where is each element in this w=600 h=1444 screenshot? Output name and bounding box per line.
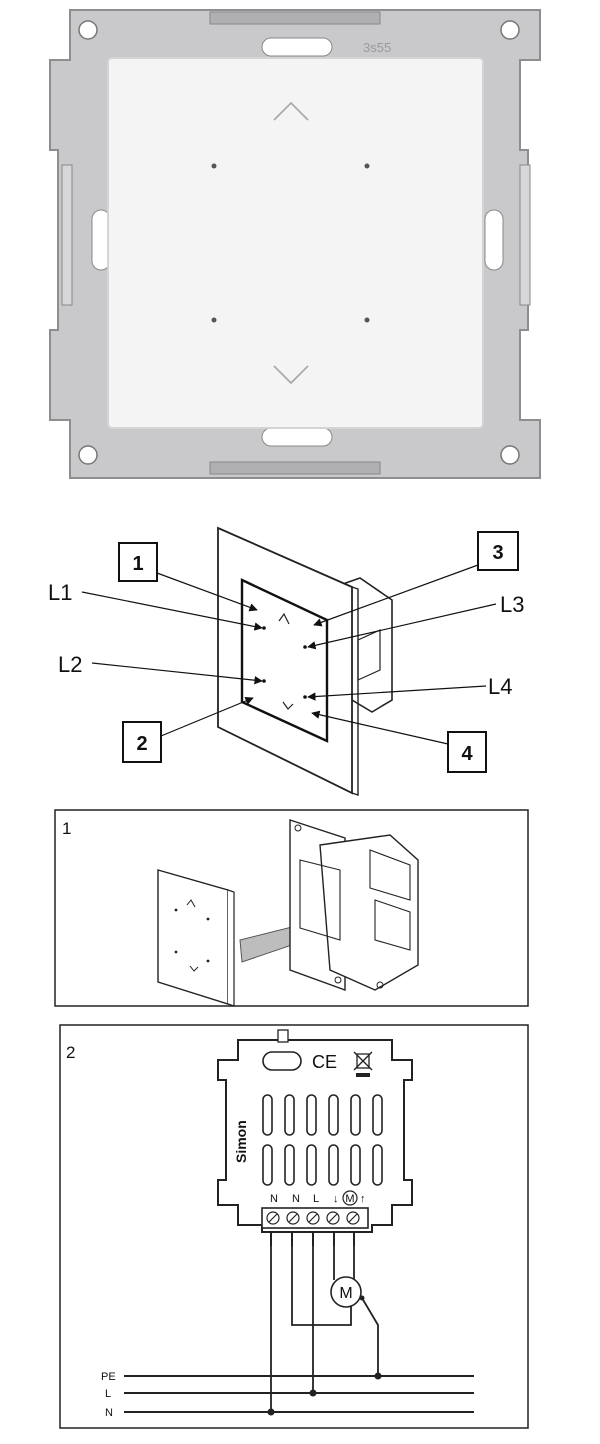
frame-slot-bottom-inner [261, 427, 333, 447]
frame-screw-icon [294, 824, 302, 832]
frame-side-tab [519, 164, 531, 306]
frame-side-tab [61, 164, 73, 306]
junction-dot [267, 1408, 275, 1416]
supply-line-pe: PE [101, 1371, 116, 1383]
led-dot-icon [211, 317, 217, 323]
loose-touch-plate-edge [227, 889, 235, 1007]
panel-2-number: 2 [66, 1043, 75, 1062]
led-dot-icon [262, 679, 266, 683]
frame-hole [500, 445, 520, 465]
led-dot-icon [262, 626, 266, 630]
motor-symbol: M [339, 1285, 352, 1302]
mechanism-detail [369, 849, 411, 901]
led-dot-icon [211, 163, 217, 169]
frame-screw-icon [376, 981, 384, 989]
supply-bus [124, 1375, 474, 1413]
terminal-screws [266, 1211, 360, 1225]
motor-terminal-icon [342, 1190, 358, 1206]
led-label-l4: L4 [488, 674, 512, 699]
callout-4: 4 [461, 743, 473, 765]
wire-stubs [270, 1232, 355, 1246]
callout-box-3 [477, 531, 519, 571]
arrow-down-icon [189, 965, 199, 972]
supply-line-n: N [105, 1407, 113, 1419]
frame-slot-bottom [209, 461, 381, 475]
touch-plate [107, 57, 484, 429]
led-dot-icon [364, 163, 370, 169]
callout-box-1 [118, 542, 158, 582]
frame-slot-top-inner [261, 37, 333, 57]
brand-logo: Simon [233, 1120, 249, 1163]
junction-dot [359, 1295, 365, 1301]
frame-hole [78, 20, 98, 40]
terminal-label-down: ↓ [333, 1193, 339, 1205]
arrow-up-icon [186, 899, 196, 908]
panel-1-mounting: 1 [54, 809, 529, 1007]
supply-line-l: L [105, 1388, 111, 1400]
callout-box-2 [122, 721, 162, 763]
arrow-up-icon [273, 101, 309, 121]
leader-line-l3 [307, 603, 497, 650]
junction-dot [309, 1389, 317, 1397]
terminal-label-n1: N [270, 1193, 278, 1205]
led-dot-icon [206, 917, 210, 921]
button-led-diagram: 1 2 3 4 L1 L2 L3 L4 [48, 526, 524, 796]
frame-slot-top [209, 11, 381, 25]
leader-line-4 [311, 710, 449, 745]
frame-marking: 3s55 [363, 40, 391, 55]
leader-line-l2 [91, 662, 263, 685]
outer-plate-edge [351, 586, 359, 796]
led-dot-icon [364, 317, 370, 323]
leader-line-l4 [307, 685, 487, 701]
loose-touch-plate [157, 869, 229, 1005]
vent-slots [262, 1094, 383, 1186]
touch-area [240, 578, 329, 743]
leader-line-1 [156, 572, 258, 612]
leader-line-l1 [81, 591, 263, 631]
frame-slot-right [484, 209, 504, 271]
led-dot-icon [174, 950, 178, 954]
frame-hole [500, 20, 520, 40]
led-label-l2: L2 [58, 652, 82, 677]
junction-dot [374, 1372, 382, 1380]
mechanism-detail [374, 899, 411, 951]
top-tab [277, 1029, 289, 1043]
arrow-down-icon [273, 365, 309, 385]
motor-icon [330, 1276, 362, 1308]
callout-2: 2 [136, 733, 147, 755]
terminal-label-motor: M [345, 1193, 354, 1205]
callout-3: 3 [492, 542, 503, 564]
mechanism-box [319, 834, 419, 991]
led-label-l1: L1 [48, 580, 72, 605]
wiring [270, 1246, 379, 1412]
mechanism-detail [299, 859, 341, 941]
terminal-label-l: L [313, 1193, 319, 1205]
terminal-label-n2: N [292, 1193, 300, 1205]
frame-hole [78, 445, 98, 465]
weee-bin-icon [353, 1051, 373, 1077]
led-dot-icon [174, 908, 178, 912]
callout-box-4 [447, 731, 487, 773]
arrow-up-icon [278, 612, 290, 625]
led-dot-icon [303, 645, 307, 649]
arrow-down-icon [282, 701, 294, 710]
panel-1-number: 1 [62, 819, 71, 838]
leader-line-3 [313, 564, 479, 627]
terminal-label-up: ↑ [360, 1193, 366, 1205]
device-slot [262, 1051, 302, 1071]
led-label-l3: L3 [500, 592, 524, 617]
led-dot-icon [303, 695, 307, 699]
callout-1: 1 [132, 553, 143, 575]
frame-screw-icon [334, 976, 342, 984]
panel-2-wiring: 2 CE Simon N N L ↓ M ↑ [59, 1024, 529, 1429]
leader-line-2 [160, 697, 254, 737]
led-dot-icon [206, 959, 210, 963]
product-photo: 3s55 [49, 9, 541, 479]
ce-mark: CE [312, 1052, 337, 1072]
